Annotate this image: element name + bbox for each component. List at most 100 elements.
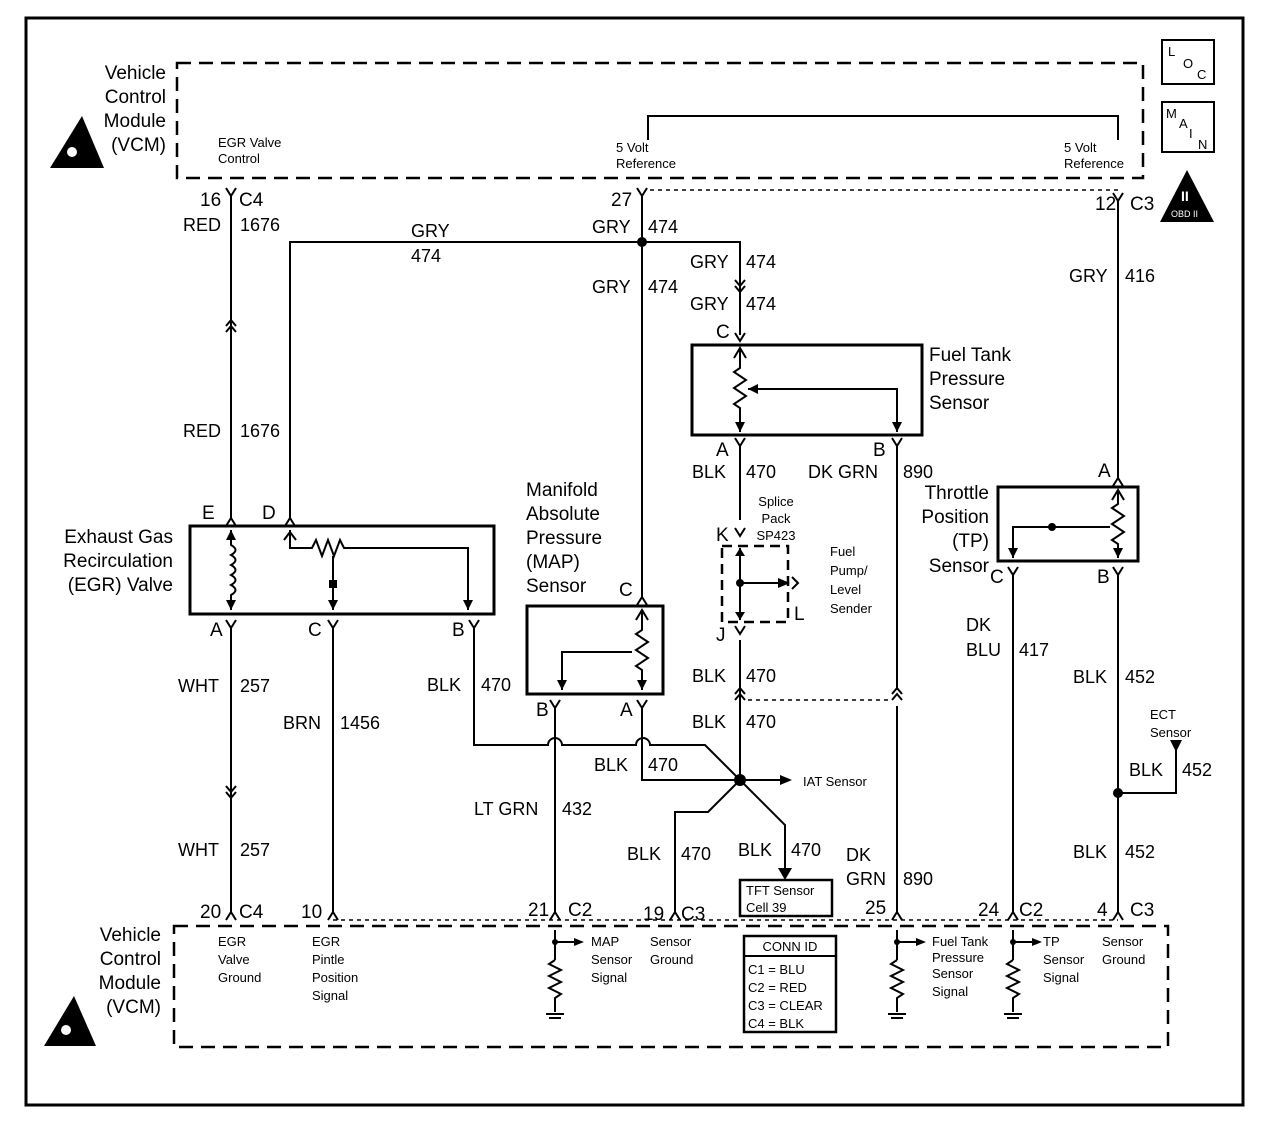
svg-text:(VCM): (VCM) <box>111 135 166 156</box>
svg-text:SP423: SP423 <box>756 528 795 543</box>
svg-text:GRY: GRY <box>1069 266 1108 286</box>
svg-text:OBD II: OBD II <box>1171 209 1198 219</box>
vcm-top-box <box>175 61 1145 180</box>
svg-text:Reference: Reference <box>1064 156 1124 171</box>
svg-text:N: N <box>1198 137 1207 152</box>
svg-text:Control: Control <box>218 151 260 166</box>
svg-text:K: K <box>716 525 729 546</box>
svg-text:Ground: Ground <box>1102 952 1145 967</box>
svg-text:GRY: GRY <box>592 277 631 297</box>
svg-text:470: 470 <box>746 462 776 482</box>
svg-text:Sensor: Sensor <box>929 393 990 414</box>
splice-terminals: K J L <box>716 525 805 646</box>
tp-chevrons <box>1007 476 1124 577</box>
tp-sensor-label: Throttle Position (TP) Sensor <box>921 483 989 577</box>
vcm-top-pins: 16 C4 27 12 C3 <box>200 190 1154 215</box>
ect-sensor-label: ECT Sensor <box>1150 707 1192 740</box>
svg-text:Signal: Signal <box>312 988 348 1003</box>
obd-ii-badge-icon: II OBD II <box>1160 170 1214 222</box>
svg-text:GRN: GRN <box>846 869 886 889</box>
svg-text:452: 452 <box>1125 667 1155 687</box>
5v-reference-label: 5 Volt Reference <box>1064 140 1124 171</box>
svg-text:B: B <box>452 620 465 641</box>
svg-text:Cell 39: Cell 39 <box>746 900 786 915</box>
svg-text:Sensor: Sensor <box>591 952 633 967</box>
svg-text:J: J <box>716 625 726 646</box>
svg-text:GRY: GRY <box>690 294 729 314</box>
svg-text:Signal: Signal <box>932 984 968 999</box>
egr-valve-ground-label: EGR Valve Ground <box>218 934 261 985</box>
svg-text:C: C <box>308 620 322 641</box>
svg-text:C2: C2 <box>1019 900 1043 921</box>
svg-text:CONN ID: CONN ID <box>763 939 818 954</box>
svg-text:C: C <box>619 580 633 601</box>
svg-text:470: 470 <box>746 666 776 686</box>
egr-pintle-position-label: EGR Pintle Position Signal <box>312 934 358 1003</box>
splice-pack-label: Splice Pack SP423 <box>756 494 795 543</box>
svg-text:O: O <box>1183 56 1193 71</box>
svg-text:Sender: Sender <box>830 601 873 616</box>
svg-text:DK: DK <box>966 615 991 635</box>
svg-text:C: C <box>716 322 730 343</box>
svg-text:(EGR) Valve: (EGR) Valve <box>68 575 173 596</box>
svg-text:Reference: Reference <box>616 156 676 171</box>
svg-text:Pack: Pack <box>762 511 791 526</box>
svg-text:Fuel: Fuel <box>830 544 855 559</box>
svg-text:470: 470 <box>746 712 776 732</box>
bottom-chevrons <box>225 910 1124 921</box>
egr-chevrons <box>225 516 480 630</box>
svg-text:Pintle: Pintle <box>312 952 345 967</box>
svg-text:(VCM): (VCM) <box>106 997 161 1018</box>
svg-text:C3: C3 <box>1130 900 1154 921</box>
tp-terminals: A C B <box>990 461 1111 588</box>
main-badge-icon: M A I N <box>1161 101 1215 153</box>
tft-sensor-box: TFT Sensor Cell 39 <box>738 878 834 918</box>
sensor-ground-label: Sensor Ground <box>1102 934 1145 967</box>
outer-frame <box>24 16 1245 1107</box>
svg-text:BLK: BLK <box>1129 760 1163 780</box>
svg-text:Control: Control <box>100 949 161 970</box>
svg-text:Module: Module <box>99 973 161 994</box>
svg-text:Module: Module <box>104 111 166 132</box>
svg-text:BLK: BLK <box>692 712 726 732</box>
svg-text:BRN: BRN <box>283 713 321 733</box>
fuel-tank-pressure-sensor <box>690 343 924 437</box>
svg-text:21: 21 <box>528 900 549 921</box>
svg-text:EGR Valve: EGR Valve <box>218 135 281 150</box>
svg-text:GRY: GRY <box>690 252 729 272</box>
svg-text:C1 = BLU: C1 = BLU <box>748 962 805 977</box>
svg-text:Signal: Signal <box>1043 970 1079 985</box>
svg-text:WHT: WHT <box>178 676 219 696</box>
svg-text:II: II <box>1181 188 1189 204</box>
svg-text:(MAP): (MAP) <box>526 552 580 573</box>
svg-text:Valve: Valve <box>218 952 250 967</box>
egr-valve-control-label: EGR Valve Control <box>218 135 281 166</box>
svg-text:C3: C3 <box>681 904 705 925</box>
svg-text:Throttle: Throttle <box>925 483 989 504</box>
svg-text:452: 452 <box>1182 760 1212 780</box>
svg-text:Recirculation: Recirculation <box>63 551 173 572</box>
esd-warning-icon <box>50 116 104 168</box>
svg-text:Sensor: Sensor <box>526 576 587 597</box>
svg-text:C4: C4 <box>239 190 264 211</box>
sensor-ground-label: Sensor Ground <box>650 934 693 967</box>
5v-reference-label: 5 Volt Reference <box>616 140 676 171</box>
svg-text:474: 474 <box>648 277 678 297</box>
svg-text:Position: Position <box>312 970 358 985</box>
svg-text:416: 416 <box>1125 266 1155 286</box>
svg-text:TP: TP <box>1043 934 1060 949</box>
svg-text:C3: C3 <box>1130 194 1154 215</box>
fuel-pump-label: Fuel Pump/ Level Sender <box>830 544 873 616</box>
svg-text:BLU: BLU <box>966 640 1001 660</box>
svg-text:C4 = BLK: C4 = BLK <box>748 1016 804 1031</box>
svg-text:WHT: WHT <box>178 840 219 860</box>
map-sensor-signal-label: MAP Sensor Signal <box>591 934 633 985</box>
svg-text:Absolute: Absolute <box>526 504 600 525</box>
svg-text:1676: 1676 <box>240 421 280 441</box>
svg-text:Position: Position <box>921 507 989 528</box>
vcm-bottom-box <box>172 924 1170 1049</box>
svg-text:24: 24 <box>978 900 1000 921</box>
